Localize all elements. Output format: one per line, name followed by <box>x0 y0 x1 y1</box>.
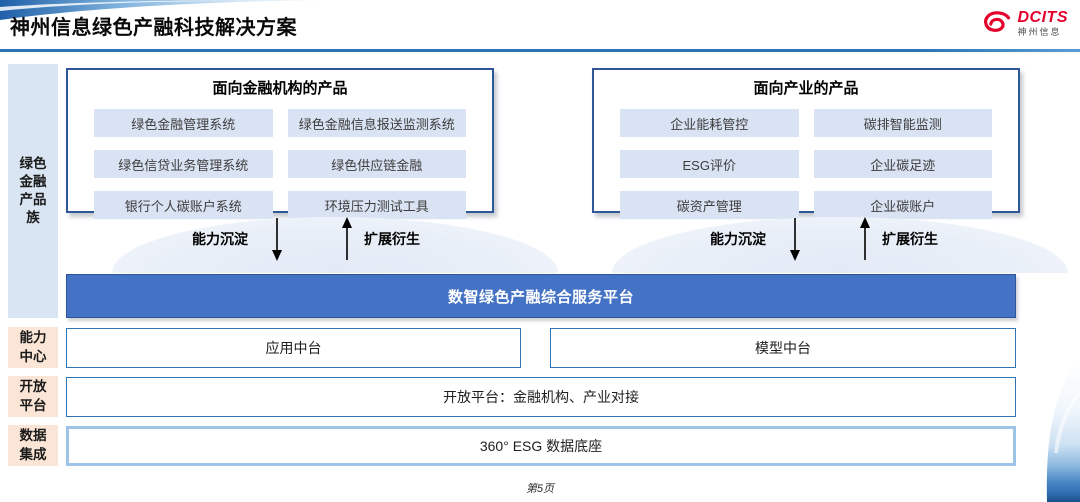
product-grid: 企业能耗管控 碳排智能监测 ESG评价 企业碳足迹 碳资产管理 企业碳账户 <box>620 109 992 219</box>
capability-deposit-label: 能力沉淀 <box>710 231 766 247</box>
platform-bar: 数智绿色产融综合服务平台 <box>66 274 1016 318</box>
product-item: 绿色供应链金融 <box>287 150 466 178</box>
product-group-title: 面向金融机构的产品 <box>212 80 348 97</box>
product-item: ESG评价 <box>620 150 799 178</box>
product-item: 绿色信贷业务管理系统 <box>94 150 273 178</box>
up-arrow-icon <box>860 217 870 260</box>
down-arrow-icon <box>272 218 282 261</box>
product-group-title: 面向产业的产品 <box>753 80 859 97</box>
header-divider <box>0 49 1080 52</box>
up-arrow-icon <box>342 217 352 260</box>
sidebar-label-green-finance-family: 绿色金融产品族 <box>8 64 58 318</box>
app-middle-platform-box: 应用中台 <box>66 328 521 368</box>
product-item: 银行个人碳账户系统 <box>94 191 273 219</box>
product-item: 环境压力测试工具 <box>287 191 466 219</box>
product-item: 碳资产管理 <box>620 191 799 219</box>
logo-brand-text: DCITS <box>1017 9 1068 27</box>
product-item: 绿色金融管理系统 <box>94 109 273 137</box>
page-number: 第5页 <box>525 483 555 495</box>
capability-deposit-label: 能力沉淀 <box>192 231 248 247</box>
sidebar-label-capability-center: 能力中心 <box>8 327 58 368</box>
model-middle-platform-box: 模型中台 <box>550 328 1016 368</box>
product-item: 企业碳账户 <box>813 191 992 219</box>
product-item: 绿色金融信息报送监测系统 <box>287 109 466 137</box>
page-title: 神州信息绿色产融科技解决方案 <box>10 17 297 39</box>
dcits-logo: DCITS 神州信息 <box>981 9 1069 39</box>
product-item: 企业能耗管控 <box>620 109 799 137</box>
flow-annotation-right: 能力沉淀 扩展衍生 <box>710 215 938 263</box>
open-platform-box: 开放平台：金融机构、产业对接 <box>66 377 1016 417</box>
esg-data-base-box: 360° ESG 数据底座 <box>66 426 1016 466</box>
logo-brand-cn-text: 神州信息 <box>1017 27 1062 38</box>
product-item: 企业碳足迹 <box>813 150 992 178</box>
down-arrow-icon <box>790 218 800 261</box>
expand-derive-label: 扩展衍生 <box>882 231 938 247</box>
product-item: 碳排智能监测 <box>813 109 992 137</box>
product-grid: 绿色金融管理系统 绿色金融信息报送监测系统 绿色信贷业务管理系统 绿色供应链金融… <box>94 109 466 219</box>
sidebar-label-open-platform: 开放平台 <box>8 376 58 417</box>
product-group-industry: 面向产业的产品 企业能耗管控 碳排智能监测 ESG评价 企业碳足迹 碳资产管理 … <box>592 68 1020 219</box>
sidebar-label-data-integration: 数据集成 <box>8 425 58 466</box>
expand-derive-label: 扩展衍生 <box>364 231 420 247</box>
flow-annotation-left: 能力沉淀 扩展衍生 <box>192 215 420 263</box>
product-group-financial-institutions: 面向金融机构的产品 绿色金融管理系统 绿色金融信息报送监测系统 绿色信贷业务管理… <box>66 68 494 219</box>
dcits-swirl-icon <box>983 11 1010 32</box>
